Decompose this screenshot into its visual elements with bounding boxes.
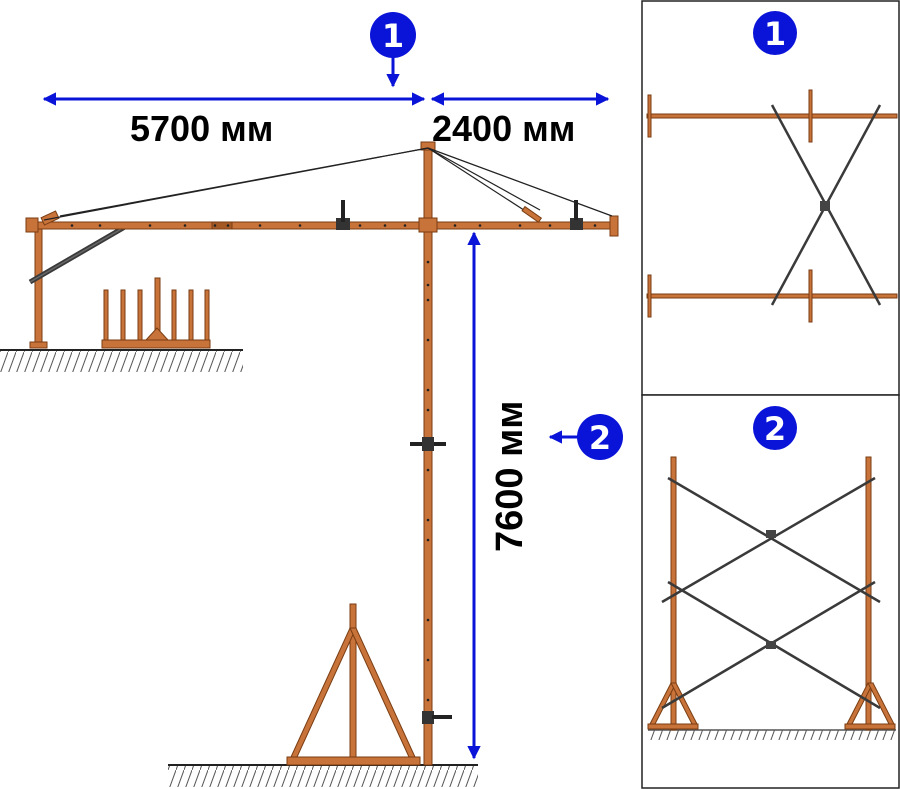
svg-text:2: 2 <box>589 419 611 457</box>
mast-clamps <box>410 437 452 724</box>
horizontal-boom <box>25 215 619 237</box>
detail-panel-2: 2 <box>641 394 900 789</box>
main-elevation <box>0 141 619 787</box>
svg-text:1: 1 <box>382 17 404 55</box>
vertical-mast <box>418 141 438 766</box>
rear-support-leg <box>29 227 48 349</box>
marker-2-badge: 2 <box>577 414 623 460</box>
ground-right <box>168 764 478 787</box>
panel-1-number: 1 <box>764 15 786 53</box>
height-label: 7600 мм <box>489 401 531 552</box>
right-span-label: 2400 мм <box>432 108 575 149</box>
panel-2-number: 2 <box>764 410 786 448</box>
rear-cap <box>40 210 60 226</box>
detail-panel-1: 1 <box>641 0 900 396</box>
ground-left <box>0 349 243 372</box>
dimension-arrows <box>42 56 610 760</box>
mast-bolts <box>426 260 430 702</box>
marker-1-badge: 1 <box>370 12 416 58</box>
counterweight-rack <box>101 277 211 349</box>
guy-wires <box>43 147 613 221</box>
turnbuckle <box>521 205 543 223</box>
boom-bolts <box>70 224 597 227</box>
a-frame-stand <box>286 603 421 766</box>
left-span-label: 5700 мм <box>130 108 273 149</box>
boom-clamps <box>336 200 583 230</box>
